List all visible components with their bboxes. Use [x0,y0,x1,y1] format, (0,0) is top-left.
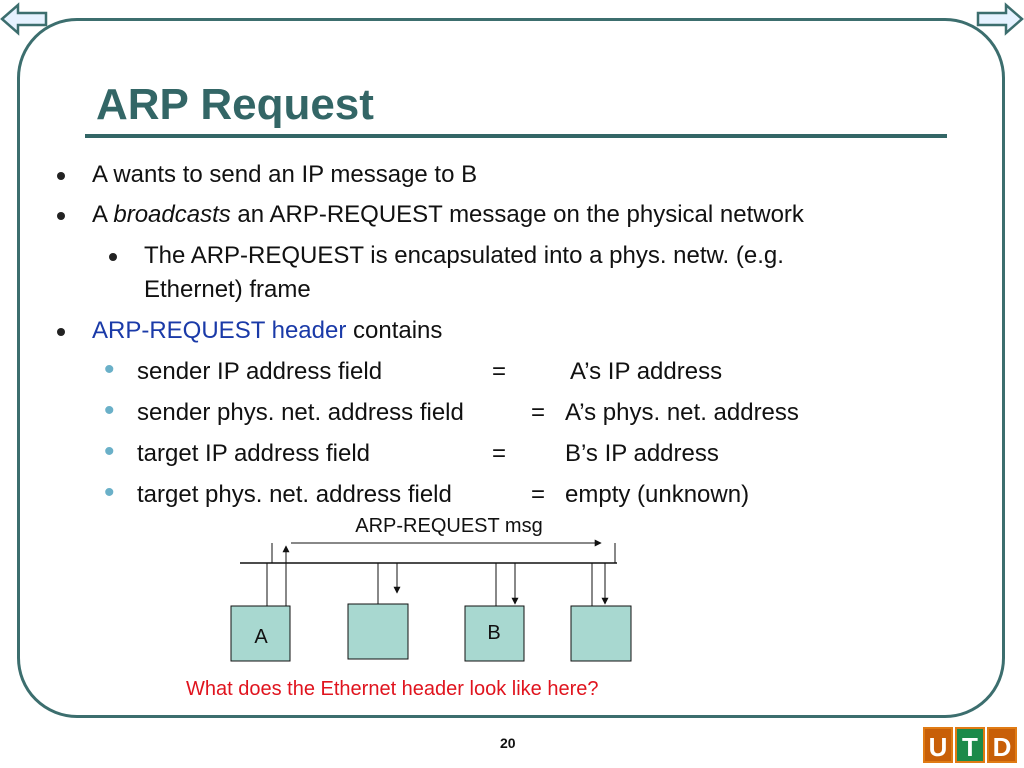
sub-bullet-encapsulated-2: Ethernet) frame [144,276,311,303]
field-name: sender phys. net. address field [137,399,464,426]
field-value: empty (unknown) [565,481,750,508]
arrow-left-icon [0,2,48,36]
bullet-dot [57,172,65,180]
bullet-broadcasts-emphasis: broadcasts [113,201,231,228]
host-2 [347,603,409,660]
logo-letter-u: U [923,727,953,763]
utd-logo: U T D [923,727,1017,763]
host-a [230,605,291,662]
field-name: target phys. net. address field [137,481,452,508]
bullet-broadcasts-post: an ARP-REQUEST message on the physical n… [230,201,804,228]
field-equals: = [492,440,507,467]
host-4 [570,605,632,662]
bullet-dot [57,328,65,336]
bullet-broadcasts: A broadcasts an ARP-REQUEST message on t… [92,200,804,230]
host-b [464,605,525,662]
prev-slide-button[interactable] [0,2,48,36]
field-bullet-icon: • [104,476,115,509]
bullet-broadcasts-pre: A [92,201,114,228]
host-b-label: B [487,622,500,644]
field-name: sender IP address field [137,358,383,385]
page-number: 20 [500,735,516,751]
field-equals: = [492,358,507,385]
slide-frame [17,18,1005,718]
title-underline [85,134,947,138]
bullet-header-contains: ARP-REQUEST header contains [92,316,442,346]
field-value: A’s phys. net. address [565,399,799,426]
field-bullet-icon: • [104,435,115,468]
contains-label: contains [346,317,443,344]
sub-bullet-encapsulated-1: The ARP-REQUEST is encapsulated into a p… [144,242,784,269]
ethernet-header-question: What does the Ethernet header look like … [186,678,599,700]
logo-letter-d: D [987,727,1017,763]
arrow-right-icon [976,2,1024,36]
bullet-send-message: A wants to send an IP message to B [92,161,478,188]
sub-bullet-dot [109,253,117,261]
field-equals: = [531,399,546,426]
field-bullet-icon: • [104,394,115,427]
field-bullet-icon: • [104,353,115,386]
logo-letter-t: T [955,727,985,763]
field-equals: = [531,481,546,508]
arp-request-header-label: ARP-REQUEST header [92,317,347,344]
slide-title: ARP Request [96,80,374,129]
field-value: A’s IP address [570,358,723,385]
bullet-dot [57,212,65,220]
field-name: target IP address field [137,440,371,467]
field-value: B’s IP address [565,440,719,467]
arp-request-msg-label: ARP-REQUEST msg [355,515,542,537]
next-slide-button[interactable] [976,2,1024,36]
host-a-label: A [254,626,268,648]
